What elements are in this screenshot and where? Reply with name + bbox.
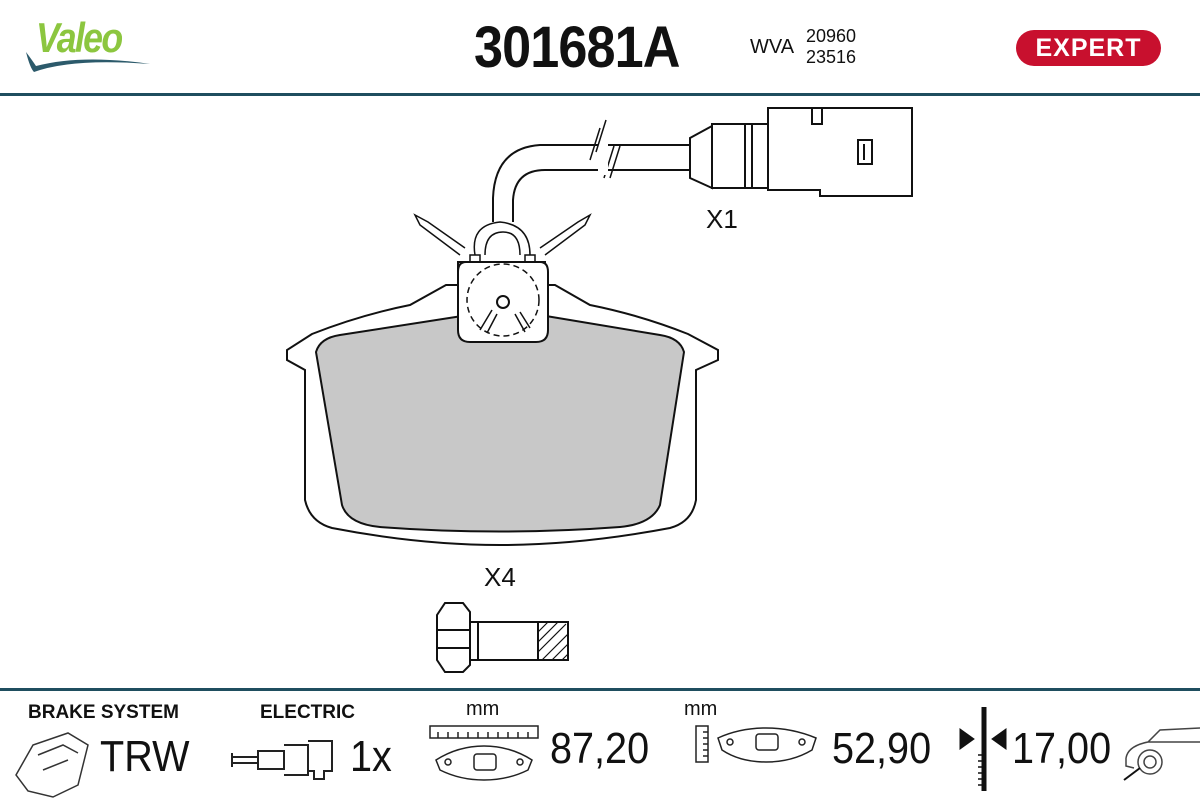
pad-height-icon	[695, 725, 817, 763]
brake-pad-drawing	[286, 107, 913, 673]
valeo-logo: Valeo	[22, 10, 162, 80]
header-divider	[0, 93, 1200, 96]
wva-label: WVA	[750, 36, 795, 58]
bolt	[436, 602, 569, 673]
logo-swoosh-icon	[26, 52, 150, 72]
brake-system-value: TRW	[100, 732, 190, 781]
wear-sensor-icon	[231, 740, 333, 780]
caliper-icon	[15, 732, 89, 798]
height-unit: mm	[684, 698, 718, 720]
electric-label: ELECTRIC	[260, 702, 355, 723]
sensor-clip	[457, 261, 549, 343]
pad-width-icon	[429, 725, 539, 781]
wva-number: 23516	[806, 47, 857, 67]
connector	[689, 107, 913, 197]
rear-axle-car-icon	[1123, 727, 1200, 781]
friction-material	[314, 315, 686, 533]
expert-badge: EXPERT	[1016, 30, 1161, 66]
sensor-quantity-label: X1	[706, 204, 738, 234]
brake-system-label: BRAKE SYSTEM	[28, 702, 179, 723]
backing-plate	[286, 261, 719, 547]
part-number: 301681A	[474, 15, 680, 80]
bolt-quantity-label: X4	[484, 562, 516, 592]
wva-numbers: 20960 23516	[806, 26, 856, 68]
width-unit: mm	[466, 698, 500, 720]
thickness-icon	[959, 707, 1007, 791]
height-value: 52,90	[832, 724, 932, 773]
electric-value: 1x	[350, 732, 392, 781]
wva-number: 20960	[806, 26, 857, 46]
width-value: 87,20	[550, 724, 650, 773]
brand-name: Valeo	[36, 14, 123, 61]
footer-divider	[0, 688, 1200, 691]
thickness-value: 17,00	[1012, 724, 1112, 773]
